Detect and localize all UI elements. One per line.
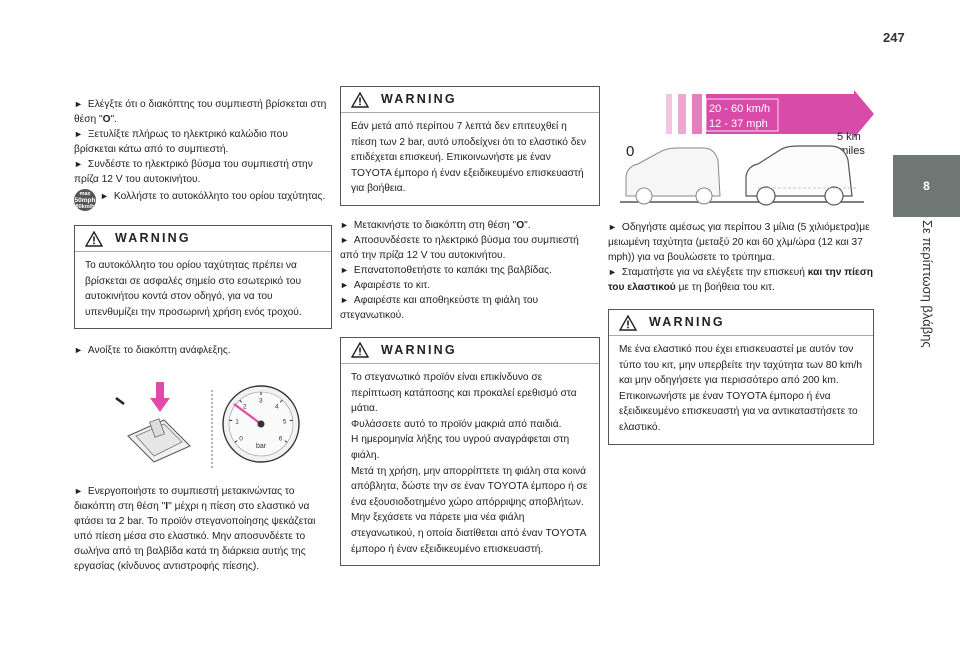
start-distance-label: 0	[626, 143, 634, 160]
warning-triangle-icon	[351, 91, 369, 108]
page-number: 247	[883, 30, 905, 45]
step-activate-compressor: ►Ενεργοποιήστε το συμπιεστή μετακινώντας…	[74, 486, 316, 573]
steps-finish: ►Μετακινήστε το διακόπτη στη θέση "O". ►…	[340, 218, 600, 323]
speed-sticker-step: max 50mph 80km/h ►Κολλήστε το αυτοκόλλητ…	[74, 189, 326, 211]
gauge-tick-label: 3	[259, 398, 263, 405]
switch-and-gauge-figure: 0 1 2 3 4 5 6 bar	[115, 382, 300, 469]
gauge-tick-mark	[239, 400, 243, 404]
warning-box-pressure: WARNING Εάν μετά από περίπου 7 λεπτά δεν…	[340, 86, 600, 206]
warning-box-repaired-tyre: WARNING Με ένα ελαστικό που έχει επισκευ…	[608, 309, 874, 445]
warning-box-sealant: WARNING Το στεγανωτικό προϊόν είναι επικ…	[340, 336, 600, 567]
bullet-arrow-icon: ►	[340, 294, 349, 305]
gauge-tick-label: 2	[243, 404, 247, 411]
gauge-tick-label: 0	[239, 436, 243, 443]
gauge-tick-mark	[234, 440, 238, 444]
bullet-arrow-icon: ►	[74, 129, 83, 139]
warning-line: Η ημερομηνία λήξης του υγρού αναγράφεται…	[351, 434, 570, 461]
warning-line: Με ένα ελαστικό που έχει επισκευαστεί με…	[619, 344, 863, 387]
step-switch-off: ►Μετακινήστε το διακόπτη στη θέση "O".	[340, 219, 531, 231]
bullet-arrow-icon: ►	[608, 222, 617, 232]
gauge-tick-label: 5	[283, 419, 287, 426]
column-2: WARNING Εάν μετά από περίπου 7 λεπτά δεν…	[340, 86, 600, 567]
warning-title: WARNING	[115, 231, 191, 245]
gauge-tick-label: 4	[275, 404, 279, 411]
warning-title: WARNING	[381, 92, 457, 106]
step-refit-cap: ►Επανατοποθετήστε το καπάκι της βαλβίδας…	[340, 264, 552, 276]
compressor-gauge-illustration: 0 1 2 3 4 5 6 bar	[106, 376, 306, 472]
warning-line: Επικοινωνήστε με έναν TOYOTA έμπορο ή έν…	[619, 390, 858, 433]
warning-title: WARNING	[649, 315, 725, 329]
column-1: ►Ελέγξτε ότι ο διακόπτης του συμπιεστή β…	[74, 97, 332, 574]
warning-triangle-icon	[85, 230, 103, 247]
bullet-arrow-icon: ►	[74, 99, 83, 109]
speed-range-mph: 12 - 37 mph	[709, 118, 768, 130]
warning-triangle-icon	[351, 342, 369, 359]
pressure-gauge-icon: 0 1 2 3 4 5 6 bar	[222, 385, 300, 464]
warning-line: Το στεγανωτικό προϊόν είναι επικίνδυνο σ…	[351, 371, 577, 415]
speed-range-kmh: 20 - 60 km/h	[709, 103, 770, 115]
bullet-arrow-icon: ►	[100, 191, 109, 201]
chapter-title: Σε περίπτωση βλάβης	[920, 220, 935, 348]
warning-box-sticker: WARNING Το αυτοκόλλητο του ορίου ταχύτητ…	[74, 225, 332, 330]
bullet-arrow-icon: ►	[74, 159, 83, 169]
step-check-switch: ►Ελέγξτε ότι ο διακόπτης του συμπιεστή β…	[74, 99, 327, 125]
warning-title: WARNING	[381, 342, 457, 357]
column-3: 20 - 60 km/h 12 - 37 mph 0 5 km 3 miles …	[608, 88, 874, 445]
car-start-icon	[625, 147, 721, 205]
bullet-arrow-icon: ►	[608, 267, 617, 277]
car-end-icon	[745, 145, 853, 206]
step-ignition: ►Ανοίξτε το διακόπτη ανάφλεξης.	[74, 345, 231, 357]
step-stop-check: ►Σταματήστε για να ελέγξετε την επισκευή…	[608, 267, 873, 293]
warning-text: Το αυτοκόλλητο του ορίου ταχύτητας πρέπε…	[85, 260, 302, 318]
bullet-arrow-icon: ►	[340, 279, 349, 290]
step-drive: ►Οδηγήστε αμέσως για περίπου 3 μίλια (5 …	[608, 222, 870, 263]
step-connect-plug: ►Συνδέστε το ηλεκτρικό βύσμα του συμπιεσ…	[74, 159, 313, 185]
warning-line: Φυλάσσετε αυτό το προϊόν μακριά από παιδ…	[351, 418, 562, 430]
bullet-arrow-icon: ►	[74, 486, 83, 497]
warning-line: Μετά τη χρήση, μην απορρίπτετε τη φιάλη …	[351, 465, 588, 508]
warning-triangle-icon	[619, 314, 637, 331]
bullet-arrow-icon: ►	[74, 345, 83, 356]
step-unwind-cable: ►Ξετυλίξτε πλήρως το ηλεκτρικό καλώδιο π…	[74, 129, 288, 155]
gauge-tick-label: 6	[279, 436, 283, 443]
gauge-tick-label: 1	[235, 419, 239, 426]
chapter-tab[interactable]: 8	[893, 155, 960, 217]
speed-limit-sticker-icon: max 50mph 80km/h	[74, 189, 96, 211]
step-store-bottle: ►Αφαιρέστε και αποθηκεύστε τη φιάλη του …	[340, 294, 539, 321]
warning-text: Εάν μετά από περίπου 7 λεπτά δεν επιτευχ…	[351, 121, 587, 195]
bullet-arrow-icon: ►	[340, 219, 349, 230]
drive-speed-figure: 20 - 60 km/h 12 - 37 mph 0 5 km 3 miles	[620, 90, 874, 206]
gauge-tick-mark	[279, 400, 283, 404]
warning-line: Μην ξεχάσετε να πάρετε μια νέα φιάλη στε…	[351, 512, 586, 555]
bullet-arrow-icon: ►	[340, 234, 349, 245]
drive-distance-illustration: 20 - 60 km/h 12 - 37 mph 0 5 km 3 miles	[608, 88, 874, 208]
gauge-tick-mark	[284, 440, 288, 444]
speed-arrow-icon	[666, 90, 874, 138]
step-disconnect-plug: ►Αποσυνδέσετε το ηλεκτρικό βύσμα του συμ…	[340, 234, 579, 261]
chapter-number: 8	[923, 179, 930, 193]
compressor-switch-icon	[115, 382, 191, 463]
distance-km-label: 5 km	[837, 131, 861, 143]
step-remove-kit: ►Αφαιρέστε το κιτ.	[340, 279, 431, 291]
gauge-unit-label: bar	[256, 443, 267, 450]
bullet-arrow-icon: ►	[340, 264, 349, 275]
